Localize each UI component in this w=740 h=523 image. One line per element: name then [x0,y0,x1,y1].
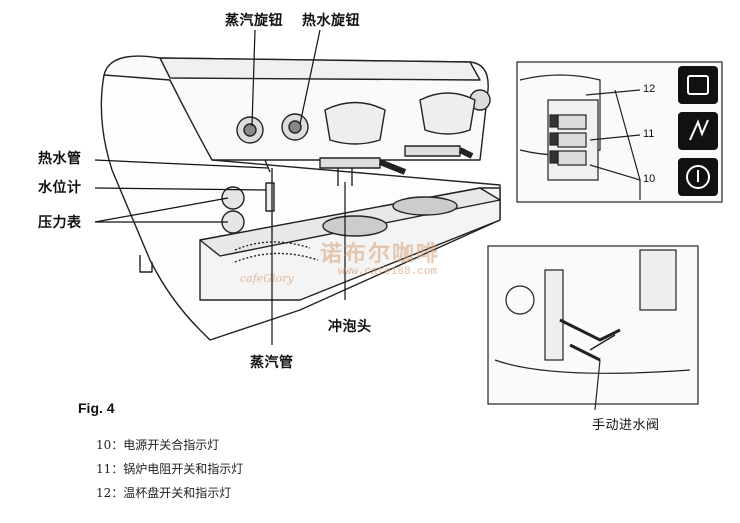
legend-item-10: 10：电源开关合指示灯 [96,438,220,452]
label-steam-pipe: 蒸汽管 [250,355,294,371]
label-brew-head: 冲泡头 [328,319,372,335]
legend-item-11: 11：锅炉电阻开关和指示灯 [96,462,244,476]
label-steam-knob: 蒸汽旋钮 [225,13,283,29]
callout-11: 11 [643,128,655,140]
label-manual-valve: 手动进水阀 [592,418,660,433]
legend-item-12: 12：温杯盘开关和指示灯 [96,486,232,500]
callout-10: 10 [643,173,656,185]
label-hot-water-pipe: 热水管 [38,151,82,167]
callout-12: 12 [643,83,656,95]
label-pressure-gauge: 压力表 [38,215,82,231]
watermark-tag: cafeGlory [240,272,294,285]
figure-label: Fig. 4 [78,400,115,416]
label-hot-water-knob: 热水旋钮 [302,13,360,29]
watermark-brand: 诺布尔咖啡 [320,242,441,267]
label-water-level: 水位计 [38,180,82,196]
watermark-site: www.cafe188.com [338,266,438,278]
